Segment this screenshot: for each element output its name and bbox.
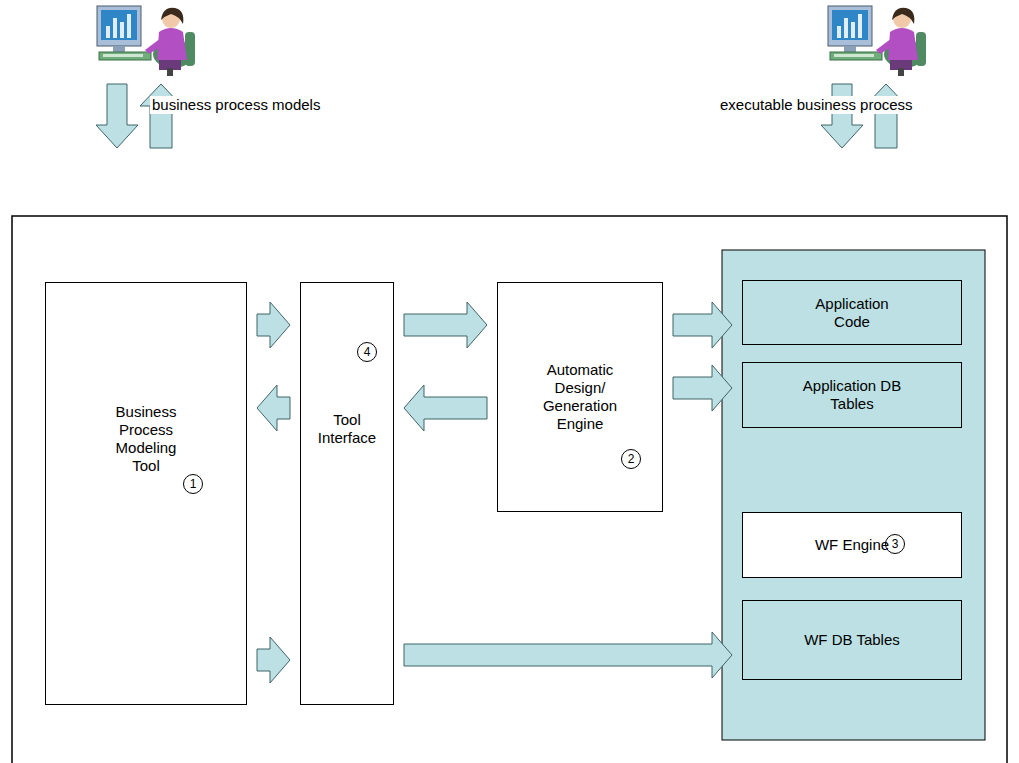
block-arrow (257, 302, 290, 348)
block-arrow (673, 365, 732, 411)
component-box: Application DB Tables (742, 362, 962, 428)
block-arrow (404, 302, 487, 348)
flow-label: executable business process (718, 96, 915, 114)
node-label: Application DB Tables (797, 377, 907, 413)
io-arrows (821, 84, 907, 148)
node-label: Business Process Modeling Tool (101, 403, 191, 475)
process-box: Business Process Modeling Tool (45, 282, 247, 705)
node-label: Tool Interface (308, 411, 386, 447)
callout-number: 1 (183, 474, 203, 494)
node-label: WF Engine (815, 536, 889, 554)
node-label: Application Code (797, 295, 907, 331)
component-box: WF DB Tables (742, 600, 962, 680)
block-arrow (404, 632, 732, 678)
block-arrow (404, 385, 487, 431)
block-arrow (257, 637, 290, 683)
callout-number: 2 (621, 449, 641, 469)
user-icon (828, 6, 926, 76)
component-box: WF Engine (742, 512, 962, 578)
node-label: WF DB Tables (804, 631, 900, 649)
flow-label: business process models (150, 96, 322, 114)
component-box: Application Code (742, 280, 962, 345)
process-box: Automatic Design/ Generation Engine (497, 282, 663, 512)
system-boundary (12, 216, 1007, 763)
runtime-panel (722, 250, 985, 740)
block-arrow (673, 302, 732, 348)
callout-number: 3 (885, 534, 905, 554)
process-box: Tool Interface (300, 282, 394, 705)
user-icon (97, 6, 195, 76)
callout-number: 4 (357, 342, 377, 362)
block-arrow (257, 385, 290, 431)
node-label: Automatic Design/ Generation Engine (530, 361, 630, 433)
io-arrows (96, 84, 182, 148)
